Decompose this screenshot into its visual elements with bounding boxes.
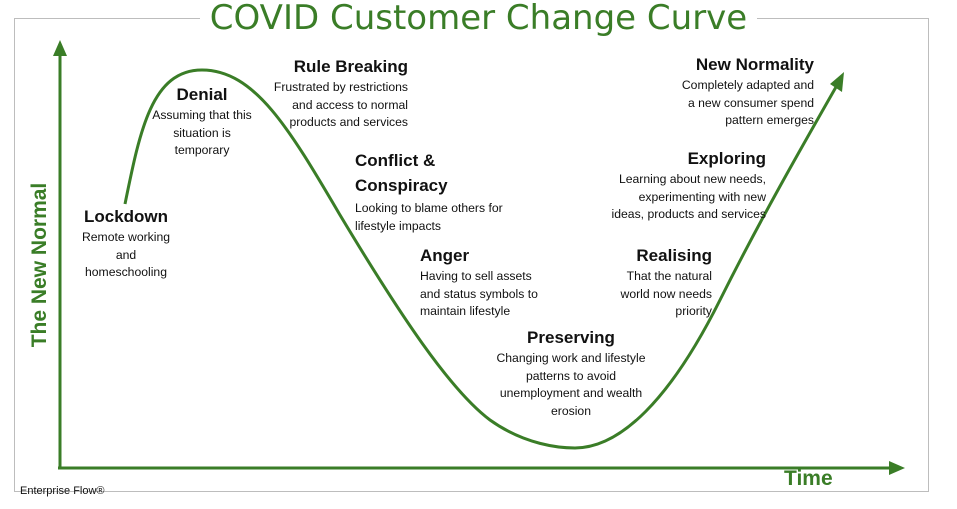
stage-description: Learning about new needs, experimenting … [611, 172, 766, 221]
diagram-title-text: COVID Customer Change Curve [199, 0, 758, 38]
diagram-title: COVID Customer Change Curve [0, 0, 957, 40]
stage-title: Lockdown [83, 207, 169, 226]
stage-realising: Realising That the natural world now nee… [592, 245, 712, 321]
stage-denial: Denial Assuming that this situation is t… [143, 84, 261, 160]
x-axis-label: Time [784, 467, 833, 490]
stage-title: Rule Breaking [293, 57, 408, 76]
y-axis-arrow [53, 40, 67, 56]
stage-description: Having to sell assets and status symbols… [420, 269, 538, 318]
credit-text: Enterprise Flow® [20, 485, 105, 497]
stage-rule-breaking: Rule Breaking Frustrated by restrictions… [240, 56, 408, 132]
stage-title: Denial [176, 85, 228, 104]
stage-conflict-conspiracy: Conflict & Conspiracy Looking to blame o… [355, 148, 535, 235]
stage-title: Preserving [527, 328, 615, 347]
stage-title: Realising [636, 246, 712, 265]
x-axis-arrow [889, 461, 905, 475]
stage-description: Changing work and lifestyle patterns to … [496, 351, 646, 418]
stage-exploring: Exploring Learning about new needs, expe… [596, 148, 766, 224]
stage-title: Anger [420, 246, 470, 265]
change-curve [123, 68, 842, 450]
stage-preserving: Preserving Changing work and lifestyle p… [482, 327, 660, 420]
curve-arrow [830, 72, 844, 92]
stage-description: Remote working and homeschooling [81, 230, 171, 279]
y-axis-label: The New Normal [28, 182, 51, 348]
stage-lockdown: Lockdown Remote working and homeschoolin… [66, 206, 186, 282]
stage-new-normality: New Normality Completely adapted and a n… [656, 54, 814, 130]
stage-title: Exploring [687, 149, 766, 168]
stage-anger: Anger Having to sell assets and status s… [420, 245, 570, 321]
stage-description: That the natural world now needs priorit… [620, 269, 712, 318]
stage-title: Conflict & Conspiracy [355, 151, 448, 195]
stage-title: New Normality [695, 55, 814, 74]
stage-description: Looking to blame others for lifestyle im… [355, 201, 503, 233]
stage-description: Completely adapted and a new consumer sp… [681, 78, 814, 127]
stage-description: Frustrated by restrictions and access to… [273, 80, 408, 129]
stage-description: Assuming that this situation is temporar… [152, 108, 252, 157]
